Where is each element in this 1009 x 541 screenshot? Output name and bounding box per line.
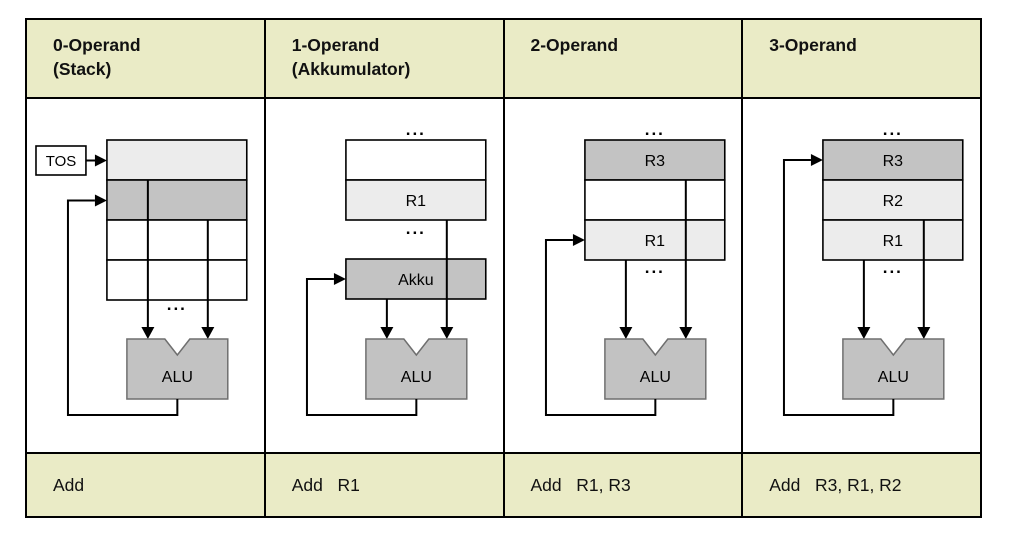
diagram-accumulator-architecture: ... R1 ... Akku ALU xyxy=(265,99,503,452)
akku-label: Akku xyxy=(398,272,434,289)
instruction-stack: Add xyxy=(27,454,264,516)
instruction-three-operand: Add R3, R1, R2 xyxy=(743,454,980,516)
header-subtitle: (Akkumulator) xyxy=(291,59,411,79)
diagram-stack-architecture: TOS ... ALU xyxy=(27,99,264,452)
registers-ellipsis-top: ... xyxy=(644,120,664,139)
registers-ellipsis-top: ... xyxy=(406,120,426,139)
header-1-operand: 1-Operand (Akkumulator) xyxy=(265,20,503,97)
instruction-accumulator: Add R1 xyxy=(265,454,503,516)
result-arrowhead-icon xyxy=(94,194,107,207)
r1-label: R1 xyxy=(644,233,665,250)
alu-block xyxy=(364,338,468,400)
register-cell-r3 xyxy=(583,139,726,181)
two-operand-architecture-svg: ... R3 R1 ... ALU xyxy=(544,120,726,416)
alu-block xyxy=(603,338,707,400)
alu-label: ALU xyxy=(878,369,909,386)
header-2-operand: 2-Operand xyxy=(504,20,742,97)
registers-ellipsis-bottom: ... xyxy=(644,258,664,277)
three-operand-architecture-svg: ... R3 R2 R1 ... ALU xyxy=(783,120,964,416)
alu-block xyxy=(842,338,945,400)
stack-cell-second xyxy=(106,179,248,221)
stack-cell-top xyxy=(106,139,248,181)
akku-register xyxy=(344,258,487,300)
instruction-two-operand: Add R1, R3 xyxy=(504,454,742,516)
header-title: 2-Operand xyxy=(530,35,619,55)
registers-ellipsis-top: ... xyxy=(883,120,903,139)
result-arrowhead-icon xyxy=(811,154,824,166)
alu-block xyxy=(126,338,229,400)
operand2-arrowhead-icon xyxy=(201,327,215,339)
operand1-arrowhead-icon xyxy=(618,327,632,339)
header-0-operand: 0-Operand (Stack) xyxy=(27,20,264,97)
register-cell-r1 xyxy=(583,219,726,261)
stack-cell-third xyxy=(106,219,248,261)
register-cell-r1 xyxy=(344,179,487,221)
registers-ellipsis-mid: ... xyxy=(406,219,426,238)
result-feedback-wire xyxy=(544,239,656,416)
register-cell-empty xyxy=(344,139,487,181)
diagram-two-operand-architecture: ... R3 R1 ... ALU xyxy=(504,99,742,452)
operand1-arrowhead-icon xyxy=(380,327,394,339)
registers-ellipsis-bottom: ... xyxy=(883,258,903,277)
isa-comparison-table: 0-Operand (Stack) 1-Operand (Akkumulator… xyxy=(25,18,982,518)
r2-label: R2 xyxy=(883,193,904,210)
tos-box xyxy=(35,145,87,176)
stack-architecture-svg: TOS ... ALU xyxy=(35,139,248,416)
result-arrowhead-icon xyxy=(333,273,346,285)
stack-ellipsis: ... xyxy=(167,295,187,314)
header-title: 1-Operand xyxy=(291,35,380,55)
register-cell-empty xyxy=(583,179,726,221)
register-cell-r2 xyxy=(822,179,964,221)
header-title: 0-Operand xyxy=(53,35,141,55)
result-feedback-wire xyxy=(305,278,418,416)
operand1-arrowhead-icon xyxy=(141,327,155,339)
tos-label: TOS xyxy=(46,153,77,170)
header-3-operand: 3-Operand xyxy=(743,20,980,97)
operand2-arrowhead-icon xyxy=(678,327,692,339)
operand2-arrowhead-icon xyxy=(917,327,931,339)
alu-label: ALU xyxy=(401,369,432,386)
header-subtitle: (Stack) xyxy=(53,59,112,79)
header-title: 3-Operand xyxy=(769,35,857,55)
diagram-three-operand-architecture: ... R3 R2 R1 ... ALU xyxy=(743,99,980,452)
register-cell-r3 xyxy=(822,139,964,181)
stack-cell-fourth xyxy=(106,259,248,301)
r3-label: R3 xyxy=(883,153,904,170)
operand1-arrowhead-icon xyxy=(857,327,871,339)
accumulator-architecture-svg: ... R1 ... Akku ALU xyxy=(305,120,487,416)
alu-label: ALU xyxy=(639,369,670,386)
r3-label: R3 xyxy=(644,153,665,170)
operand2-arrowhead-icon xyxy=(440,327,454,339)
result-feedback-wire xyxy=(66,199,179,416)
alu-label: ALU xyxy=(162,369,193,386)
tos-arrowhead-icon xyxy=(94,154,107,167)
result-feedback-wire xyxy=(783,159,895,416)
r1-label: R1 xyxy=(883,233,904,250)
register-cell-r1 xyxy=(822,219,964,261)
result-arrowhead-icon xyxy=(572,234,585,246)
r1-label: R1 xyxy=(405,193,426,210)
